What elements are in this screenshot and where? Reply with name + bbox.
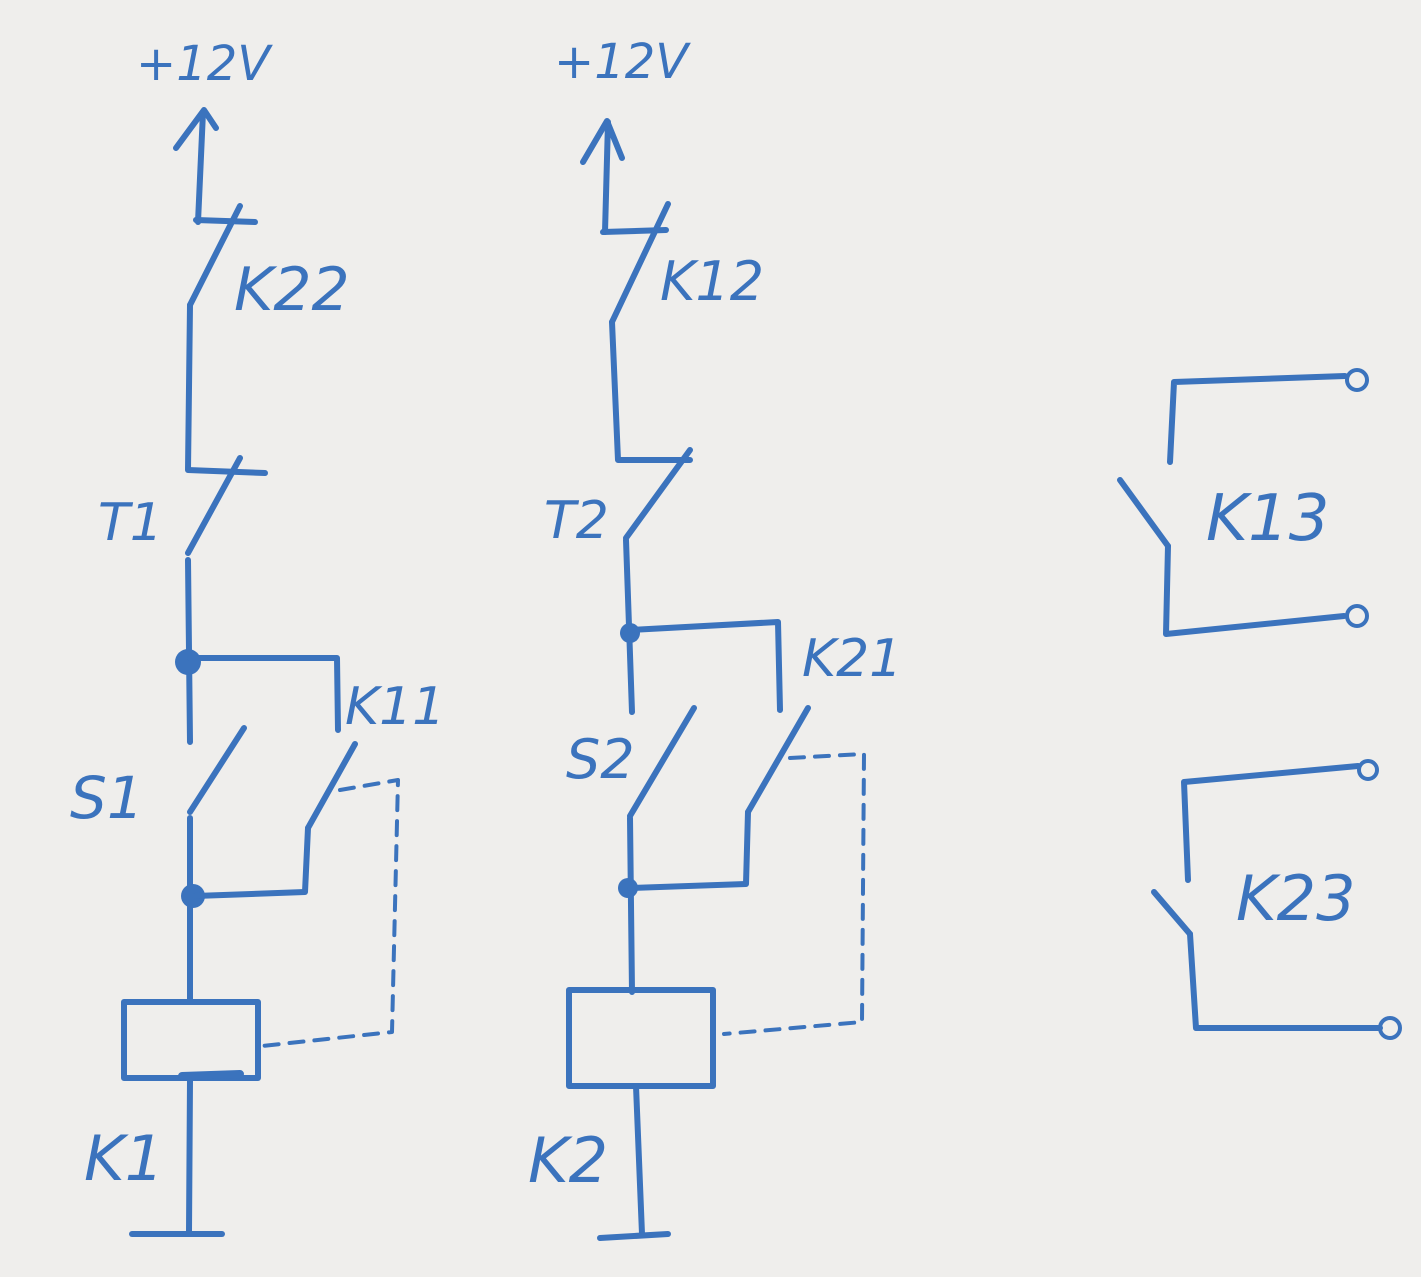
pushbutton-t2 (623, 447, 693, 541)
supply-label-middle: +12V (554, 34, 691, 90)
button-label-t1: T1 (98, 493, 163, 553)
contact-label-k12: K12 (660, 250, 764, 313)
pushbutton-s1 (187, 725, 247, 815)
contact-k11 (305, 741, 358, 831)
pushbutton-s2 (627, 705, 697, 819)
mechanical-link (260, 778, 400, 1048)
supply-arrow-icon (580, 118, 625, 235)
button-label-t2: T2 (544, 491, 609, 551)
contact-label-k22: K22 (234, 255, 350, 325)
contact-label-k13: K13 (1206, 482, 1329, 556)
relay-coil-k2 (566, 987, 716, 1089)
circuit-k2 (566, 118, 866, 1241)
contact-label-k21: K21 (802, 629, 902, 689)
contact-label-k11: K11 (345, 677, 445, 737)
output-contact-k23 (1151, 759, 1402, 1040)
supply-arrow-icon (173, 107, 219, 225)
terminal-circle (1345, 604, 1369, 628)
contact-k12 (609, 201, 671, 325)
button-label-s1: S1 (70, 764, 144, 832)
terminal-circle (1357, 759, 1379, 781)
contact-label-k23: K23 (1236, 862, 1356, 935)
contact-k21 (745, 705, 811, 815)
pushbutton-t1 (185, 455, 243, 556)
contact-k22 (187, 203, 243, 308)
supply-label-left: +12V (136, 36, 273, 92)
button-label-s2: S2 (566, 728, 635, 791)
coil-label-k1: K1 (84, 1122, 164, 1195)
terminal-circle (1378, 1016, 1402, 1040)
mechanical-link (722, 752, 866, 1036)
ground-line (597, 1231, 671, 1241)
junction-dot (175, 649, 201, 675)
relay-coil-k1 (121, 999, 261, 1081)
output-contact-k13 (1117, 368, 1369, 637)
terminal-circle (1345, 368, 1369, 392)
circuit-k1 (121, 107, 400, 1237)
coil-label-k2: K2 (528, 1124, 608, 1197)
